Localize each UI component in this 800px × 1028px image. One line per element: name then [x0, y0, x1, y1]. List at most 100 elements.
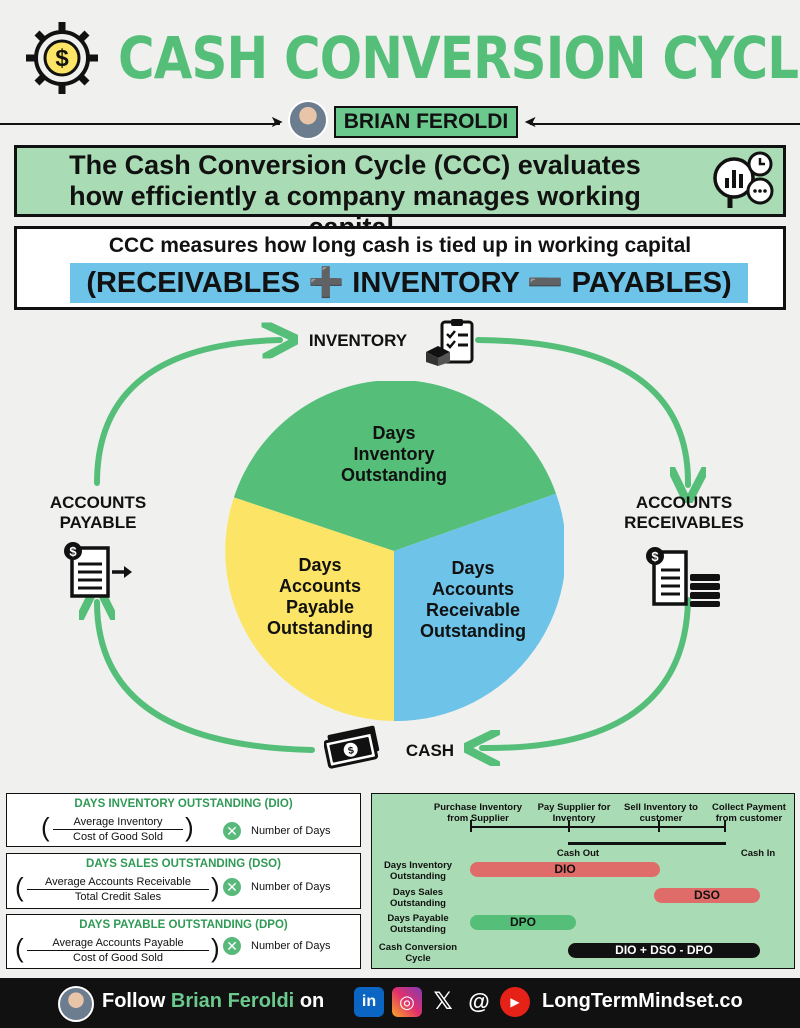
footer-follow: Follow Brian Feroldi on — [102, 990, 324, 1013]
receivable-document-icon: $ — [644, 546, 724, 608]
metric-fraction: Average Inventory Cost of Good Sold — [53, 816, 183, 843]
metric-box-dpo: DAYS PAYABLE OUTSTANDING (DPO) ( Average… — [6, 914, 361, 969]
pie-label-dso-line: Accounts — [431, 579, 514, 599]
ccc-timeline: Purchase Inventory from Supplier Pay Sup… — [371, 793, 795, 969]
pie-label-dso: Days Accounts Receivable Outstanding — [408, 558, 538, 642]
arrow-right-icon: ➤ — [270, 114, 284, 131]
footer-avatar — [58, 986, 94, 1022]
definition-box — [14, 145, 786, 217]
svg-text:$: $ — [69, 544, 77, 559]
svg-text:$: $ — [651, 549, 659, 564]
author-name: BRIAN FEROLDI — [334, 106, 518, 138]
measure-subtitle: CCC measures how long cash is tied up in… — [108, 234, 692, 257]
divider — [530, 123, 800, 125]
paren-open: ( — [15, 872, 24, 902]
timeline-header: Sell Inventory to customer — [624, 802, 698, 824]
youtube-icon[interactable]: ▶ — [500, 987, 530, 1017]
pie-slice-dio — [233, 381, 556, 551]
pie-label-dio-line: Inventory — [353, 444, 435, 464]
timeline-row-label: Days Sales Outstanding — [390, 887, 446, 909]
number-of-days: Number of Days — [251, 940, 331, 952]
number-of-days: Number of Days — [251, 825, 331, 837]
bar-dso: DSO — [654, 888, 760, 903]
cycle-arrows — [0, 310, 800, 790]
cash-cycle-line — [568, 842, 726, 845]
ccc-formula: (RECEIVABLES ➕ INVENTORY ➖ PAYABLES) — [70, 263, 748, 303]
pie-label-dso-line: Outstanding — [420, 621, 526, 641]
pie-label-dso-line: Receivable — [425, 600, 521, 620]
timeline-tick — [724, 820, 726, 832]
avatar — [288, 100, 328, 140]
timeline-tick — [658, 820, 660, 832]
paren-open: ( — [15, 933, 24, 963]
inventory-clipboard-icon — [424, 318, 476, 366]
definition-text: The Cash Conversion Cycle (CCC) evaluate… — [30, 150, 680, 243]
bar-dio: DIO — [470, 862, 660, 877]
multiply-icon: ✕ — [223, 878, 241, 896]
metric-box-dio: DAYS INVENTORY OUTSTANDING (DIO) ( Avera… — [6, 793, 361, 847]
cash-out-label: Cash Out — [556, 848, 600, 859]
timeline-row-label: Days Payable Outstanding — [387, 913, 449, 935]
cycle-label-receivables: ACCOUNTS RECEIVABLES — [604, 493, 764, 533]
bar-ccc: DIO + DSO - DPO — [568, 943, 760, 958]
denominator: Cost of Good Sold — [73, 831, 163, 843]
pie-slice-dso — [394, 493, 564, 721]
cash-money-icon: $ — [323, 722, 384, 770]
cycle-label-cash: CASH — [405, 741, 455, 760]
pie-label-dpo: Days Accounts Payable Outstanding — [254, 555, 386, 639]
multiply-icon: ✕ — [223, 937, 241, 955]
divider — [0, 123, 280, 125]
metric-title: DAYS INVENTORY OUTSTANDING (DIO) — [74, 798, 293, 810]
metric-fraction: Average Accounts Payable Cost of Good So… — [27, 937, 209, 964]
cycle-label-receivables-line: RECEIVABLES — [624, 513, 744, 532]
numerator: Average Inventory — [53, 816, 183, 830]
cash-in-label: Cash In — [740, 848, 776, 859]
denominator: Total Credit Sales — [74, 891, 162, 903]
bar-dpo: DPO — [470, 915, 576, 930]
timeline-header: Purchase Inventory from Supplier — [433, 802, 523, 824]
instagram-icon[interactable]: ◎ — [392, 987, 422, 1017]
page-title: CASH CONVERSION CYCLE — [118, 24, 800, 92]
cycle-label-payable: ACCOUNTS PAYABLE — [26, 493, 170, 533]
threads-icon[interactable]: @ — [464, 987, 494, 1017]
paren-close: ) — [211, 872, 220, 902]
pie-label-dio: Days Inventory Outstanding — [300, 423, 488, 486]
pie-label-dpo-line: Accounts — [278, 576, 361, 596]
cycle-label-payable-line: PAYABLE — [59, 513, 137, 532]
metric-title: DAYS PAYABLE OUTSTANDING (DPO) — [79, 919, 288, 931]
cycle-label-receivables-line: ACCOUNTS — [635, 493, 733, 512]
metric-fraction: Average Accounts Receivable Total Credit… — [27, 876, 209, 903]
cycle-label-inventory: INVENTORY — [308, 331, 408, 350]
paren-open: ( — [41, 812, 50, 842]
pie-label-dpo-line: Outstanding — [267, 618, 373, 638]
timeline-row-label: Cash Conversion Cycle — [378, 942, 458, 964]
pie-label-dpo-line: Days — [298, 555, 342, 575]
analytics-icon — [708, 150, 780, 212]
pie-slice-dpo — [225, 497, 394, 721]
ccc-pie — [225, 381, 564, 721]
linkedin-icon[interactable]: in — [354, 987, 384, 1017]
timeline-tick — [470, 820, 472, 832]
pie-label-dio-line: Outstanding — [341, 465, 447, 485]
timeline-row-label: Days Inventory Outstanding — [383, 860, 453, 882]
svg-text:$: $ — [347, 745, 355, 757]
svg-text:$: $ — [55, 45, 69, 72]
cycle-label-payable-line: ACCOUNTS — [49, 493, 147, 512]
gear-dollar-icon: $ — [18, 18, 106, 98]
timeline-tick — [568, 820, 570, 832]
footer-on: on — [299, 990, 325, 1012]
definition-line-1: The Cash Conversion Cycle (CCC) evaluate… — [69, 150, 641, 180]
number-of-days: Number of Days — [251, 881, 331, 893]
x-icon[interactable]: 𝕏 — [428, 987, 458, 1017]
metric-title: DAYS SALES OUTSTANDING (DSO) — [86, 858, 281, 870]
payable-document-icon: $ — [60, 540, 136, 600]
arrow-left-icon: ➤ — [524, 114, 538, 131]
timeline-header: Collect Payment from customer — [712, 802, 786, 824]
denominator: Cost of Good Sold — [73, 952, 163, 964]
multiply-icon: ✕ — [223, 822, 241, 840]
pie-label-dio-line: Days — [372, 423, 416, 443]
timeline-axis — [470, 826, 726, 828]
footer-website-link[interactable]: LongTermMindset.co — [542, 990, 743, 1012]
paren-close: ) — [185, 812, 194, 842]
timeline-header: Pay Supplier for Inventory — [537, 802, 611, 824]
